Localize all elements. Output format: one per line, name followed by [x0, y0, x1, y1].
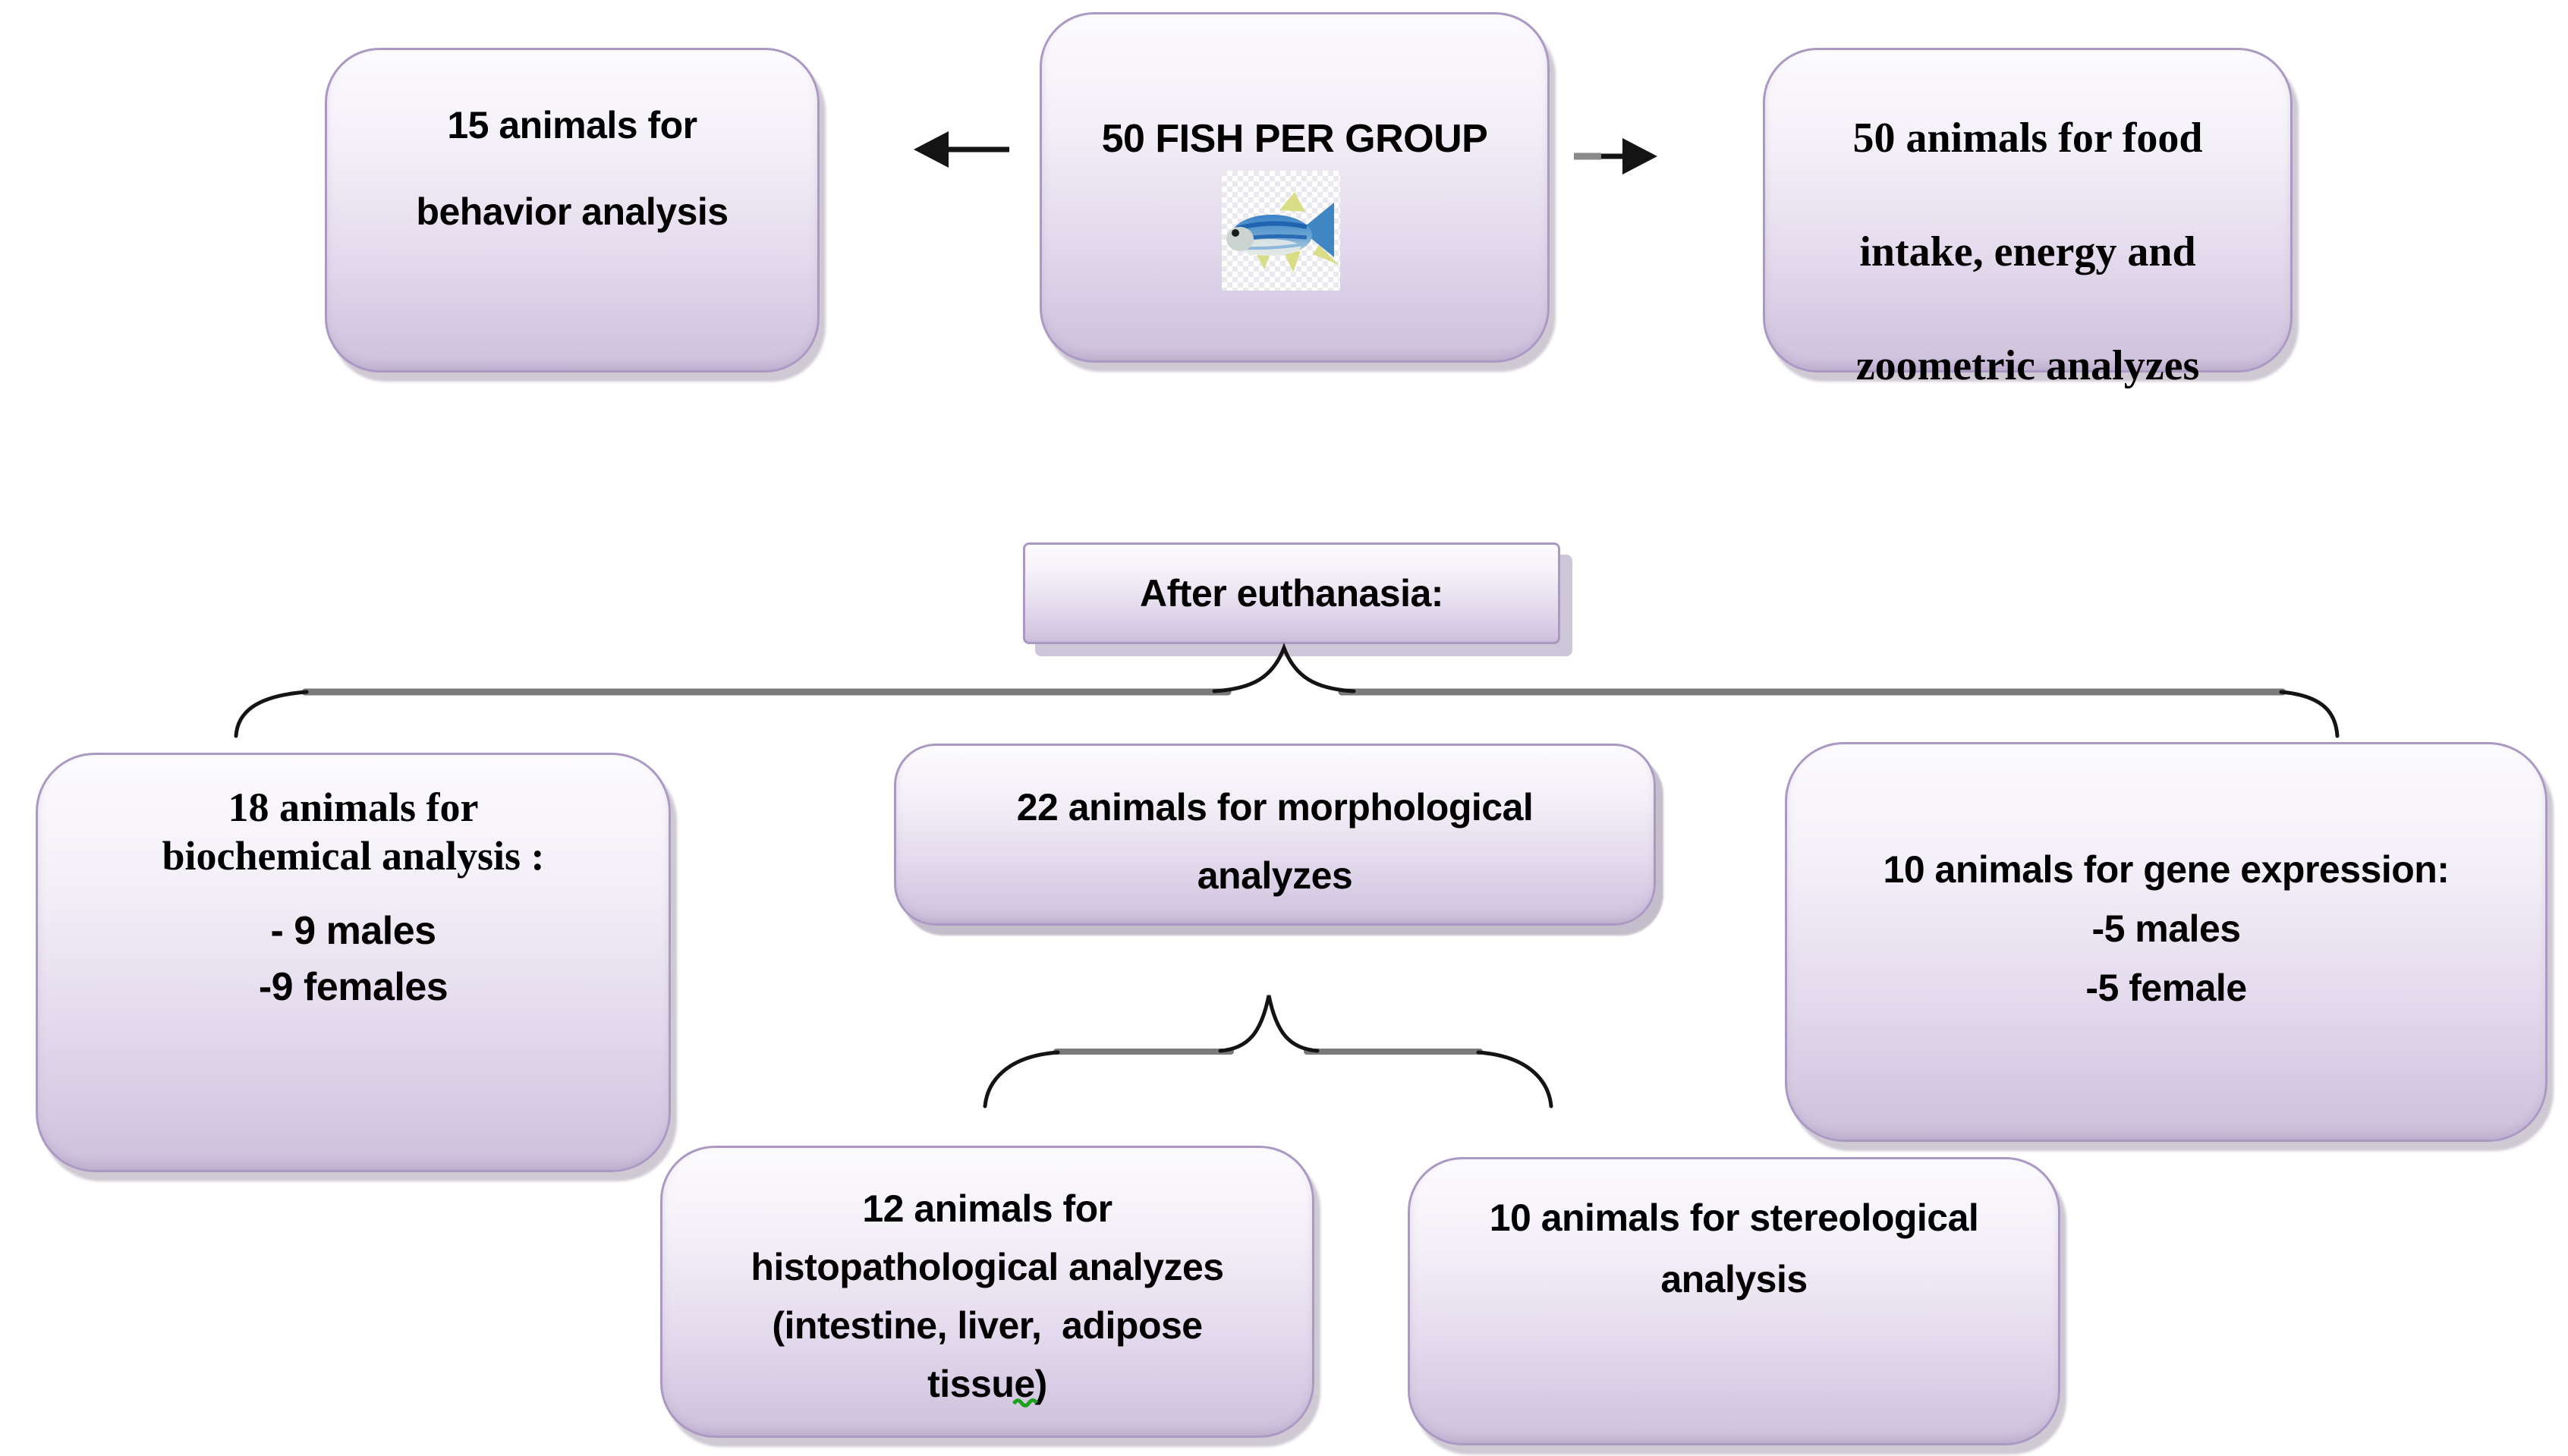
gene-box-females: -5 female	[2085, 967, 2247, 1009]
biochemical-box-females: -9 females	[258, 965, 448, 1009]
gene-expression-box: 10 animals for gene expression: -5 males…	[1785, 742, 2548, 1142]
left-arrow	[914, 131, 1009, 168]
gene-box-line-1: 10 animals for gene expression:	[1883, 848, 2450, 891]
histopathological-analyzes-box: 12 animals for histopathological analyze…	[660, 1146, 1314, 1438]
behavior-box-line-2: behavior analysis	[416, 190, 729, 233]
biochemical-box-males: - 9 males	[270, 909, 436, 953]
right-arrow	[1574, 138, 1657, 175]
stereological-analysis-box: 10 animals for stereological analysis	[1408, 1157, 2060, 1445]
histopathological-box-line-4: tissue)	[927, 1363, 1047, 1405]
morphological-box-line-1: 22 animals for morphological	[1016, 786, 1534, 829]
stereological-box-line-1: 10 animals for stereological	[1489, 1197, 1979, 1239]
fish-per-group-title: 50 FISH PER GROUP	[1101, 117, 1488, 161]
after-euthanasia-box: After euthanasia:	[1023, 542, 1560, 644]
stereological-box-line-2: analysis	[1660, 1258, 1808, 1300]
behavior-analysis-box: 15 animals for behavior analysis	[325, 48, 820, 373]
food-box-line-1: 50 animals for food	[1852, 115, 2203, 162]
biochemical-analysis-box: 18 animals for biochemical analysis : - …	[36, 753, 671, 1172]
food-box-line-2: intake, energy and	[1859, 228, 2196, 275]
histopathological-box-line-3: (intestine, liver, adipose	[772, 1304, 1203, 1347]
morphological-box-line-2: analyzes	[1197, 854, 1353, 897]
big-brace	[234, 643, 2340, 738]
fish-per-group-box: 50 FISH PER GROUP	[1040, 12, 1550, 363]
histopathological-box-line-1: 12 animals for	[862, 1187, 1112, 1230]
small-brace	[983, 995, 1553, 1109]
histopathological-box-line-2: histopathological analyzes	[751, 1246, 1224, 1288]
gene-box-males: -5 males	[2091, 907, 2241, 950]
food-box-line-3: zoometric analyzes	[1855, 342, 2200, 389]
biochemical-box-line-2: biochemical analysis :	[162, 833, 545, 879]
biochemical-box-line-1: 18 animals for	[228, 785, 479, 830]
after-euthanasia-label: After euthanasia:	[1140, 572, 1443, 615]
behavior-box-line-1: 15 animals for	[447, 104, 697, 146]
zebrafish-image	[1222, 171, 1340, 291]
food-intake-box: 50 animals for food intake, energy and z…	[1763, 48, 2293, 387]
zebrafish-icon	[1226, 192, 1339, 272]
morphological-analyzes-box: 22 animals for morphological analyzes	[894, 744, 1656, 926]
